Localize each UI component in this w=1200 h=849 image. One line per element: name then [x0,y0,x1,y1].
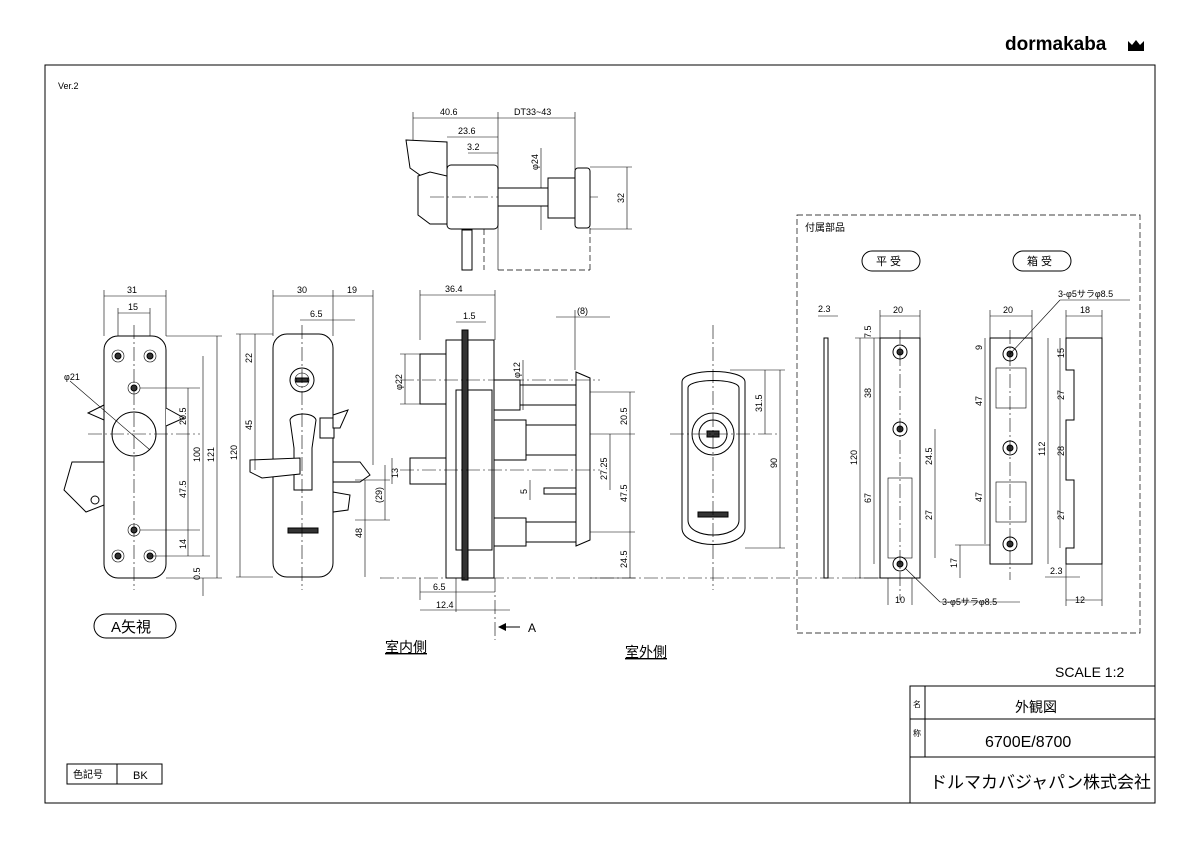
number-label: 称 [913,728,921,738]
flat-dim-27: 27 [924,510,934,520]
dim-dt: DT33~43 [514,107,551,117]
a-view-label-box [93,613,177,639]
dim-20-5: 20.5 [178,407,188,425]
top-view: 40.6 DT33~43 23.6 3.2 φ24 32 [405,107,632,271]
color-code-box: 色記号 BK [66,763,163,785]
flat-dim-24-5: 24.5 [924,447,934,465]
box-dim-18: 18 [1080,305,1090,315]
box-dim-2-3: 2.3 [1050,566,1063,576]
box-dim-47b: 47 [974,492,984,502]
flat-dim-67: 67 [863,493,873,503]
box-dim-28: 28 [1056,446,1066,456]
inside-view: 30 19 6.5 120 22 45 (29) 48 室内側 [229,285,427,655]
box-dim-20: 20 [1003,305,1013,315]
box-dim-12: 12 [1075,595,1085,605]
drawing-name: 外観図 [1015,699,1057,715]
dim-1-5: 1.5 [463,311,476,321]
brand-name: dormakaba [1005,34,1107,55]
name-label: 名 [913,699,921,709]
dim-27-25: 27.25 [599,457,609,480]
dim-20-5-section: 20.5 [619,407,629,425]
dim-29: (29) [374,487,384,503]
model-number: 6700E/8700 [985,734,1071,751]
dim-19: 19 [347,285,357,295]
accessories-frame [796,214,1141,634]
a-view: 31 15 φ21 20.5 47.5 14 100 121 [63,285,222,639]
dim-5: 5 [519,489,529,494]
scale-label: SCALE 1:2 [1055,664,1124,680]
flat-dim-10: 10 [895,595,905,605]
outside-label: 室外側 [625,644,667,660]
accessories-title: 付属部品 [805,221,845,234]
company-name: ドルマカバジャパン株式会社 [930,773,1151,792]
dim-45: 45 [244,420,254,430]
drawing-frame [44,64,1156,804]
arrow-a-label: A [528,621,536,635]
dim-40-6: 40.6 [440,107,458,117]
dim-22: 22 [244,353,254,363]
dim-120: 120 [229,445,239,460]
brand-logo: dormakaba [1005,34,1144,55]
dim-31-5: 31.5 [754,394,764,412]
box-dim-27b: 27 [1056,510,1066,520]
dim-48: 48 [354,528,364,538]
dim-8: (8) [577,306,588,316]
dim-14: 14 [178,539,188,549]
box-dim-47a: 47 [974,396,984,406]
flat-holes-note: 3-φ5サラφ8.5 [942,597,997,607]
section-view: 36.4 1.5 (8) φ22 φ12 13 20.5 [380,284,900,640]
dim-36-4: 36.4 [445,284,463,294]
color-code-label: 色記号 [73,768,103,781]
dim-0-5: 0.5 [192,567,202,580]
flat-dim-38: 38 [863,388,873,398]
dim-phi12: φ12 [512,362,522,378]
dim-24-5-section: 24.5 [619,550,629,568]
dim-6-5-section: 6.5 [433,582,446,592]
flat-dim-2-3: 2.3 [818,304,831,314]
version-label: Ver.2 [58,81,79,91]
flat-strike-label: 平 受 [876,255,901,268]
dim-90: 90 [769,458,779,468]
flat-dim-120: 120 [849,450,859,465]
dim-32: 32 [616,193,626,203]
flat-dim-20: 20 [893,305,903,315]
dim-phi22: φ22 [394,374,404,390]
a-view-label: A矢視 [111,619,151,636]
dim-100: 100 [192,447,202,462]
dim-121: 121 [206,447,216,462]
dim-47-5-section: 47.5 [619,484,629,502]
box-dim-15: 15 [1056,348,1066,358]
dim-23-6: 23.6 [458,126,476,136]
dim-47-5: 47.5 [178,480,188,498]
accessories-panel: 付属部品 平 受 箱 受 2.3 20 120 7.5 38 67 24.5 2… [796,214,1141,634]
dim-15: 15 [128,302,138,312]
box-dim-9: 9 [974,345,984,350]
box-strike-label: 箱 受 [1027,254,1052,268]
dim-phi24: φ24 [530,154,540,170]
dim-13: 13 [390,468,400,478]
crown-icon [1128,40,1144,51]
title-block: 名 外観図 称 6700E/8700 ドルマカバジャパン株式会社 [909,685,1156,804]
dim-3-2: 3.2 [467,142,480,152]
flat-dim-7-5: 7.5 [863,325,873,338]
dim-6-5: 6.5 [310,309,323,319]
box-dim-112: 112 [1037,442,1047,456]
dim-phi21: φ21 [64,372,80,382]
outside-view: 31.5 90 室外側 [625,325,785,660]
inside-label: 室内側 [385,639,427,655]
color-code-value: BK [133,770,148,782]
flat-dim-17: 17 [949,558,959,568]
dim-31: 31 [127,285,137,295]
box-holes-note: 3-φ5サラφ8.5 [1058,289,1113,299]
dim-12-4: 12.4 [436,600,454,610]
box-dim-27a: 27 [1056,390,1066,400]
dim-30: 30 [297,285,307,295]
